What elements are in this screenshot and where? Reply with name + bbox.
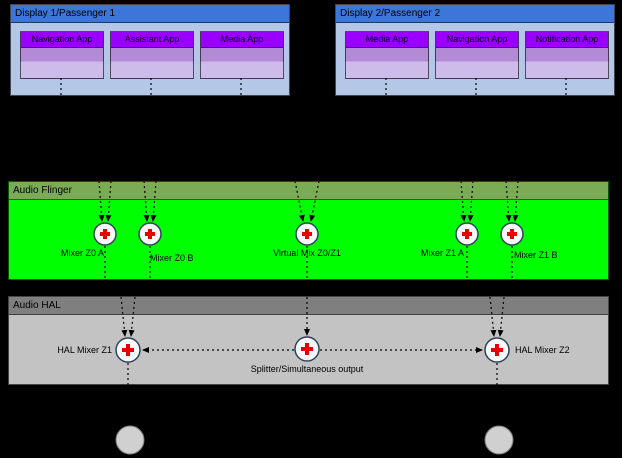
- app-box: Notification App: [525, 31, 609, 79]
- audio-hal-title: Audio HAL: [9, 297, 608, 315]
- app-box: Navigation App: [20, 31, 104, 79]
- display-2-panel: Display 2/Passenger 2 Media App Navigati…: [335, 4, 615, 96]
- mixer-label: Mixer Z0 A: [60, 248, 104, 258]
- mixer-label: Mixer Z1 A: [420, 248, 464, 258]
- app-title: Navigation App: [21, 32, 103, 48]
- app-box: Media App: [345, 31, 429, 79]
- speaker-right-icon: [484, 425, 514, 455]
- display-1-panel: Display 1/Passenger 1 Navigation App Ass…: [10, 4, 290, 96]
- app-title: Media App: [201, 32, 283, 48]
- app-box: Assistant App: [110, 31, 194, 79]
- app-title: Notification App: [526, 32, 608, 48]
- app-title: Media App: [346, 32, 428, 48]
- hal-node-label: HAL Mixer Z1: [57, 345, 112, 355]
- hal-node-label: HAL Mixer Z2: [515, 345, 570, 355]
- display-1-title: Display 1/Passenger 1: [11, 5, 289, 23]
- app-box: Navigation App: [435, 31, 519, 79]
- speaker-left-icon: [115, 425, 145, 455]
- audio-flinger-band: Audio Flinger: [8, 181, 609, 280]
- display-2-title: Display 2/Passenger 2: [336, 5, 614, 23]
- hal-node-label: Splitter/Simultaneous output: [250, 364, 364, 374]
- app-box: Media App: [200, 31, 284, 79]
- mixer-label: Mixer Z1 B: [514, 250, 558, 260]
- mixer-label: Virtual Mix Z0/Z1: [273, 248, 341, 258]
- app-title: Assistant App: [111, 32, 193, 48]
- audio-flinger-title: Audio Flinger: [9, 182, 608, 200]
- speaker-nodes: [115, 425, 514, 455]
- mixer-label: Mixer Z0 B: [150, 253, 194, 263]
- app-title: Navigation App: [436, 32, 518, 48]
